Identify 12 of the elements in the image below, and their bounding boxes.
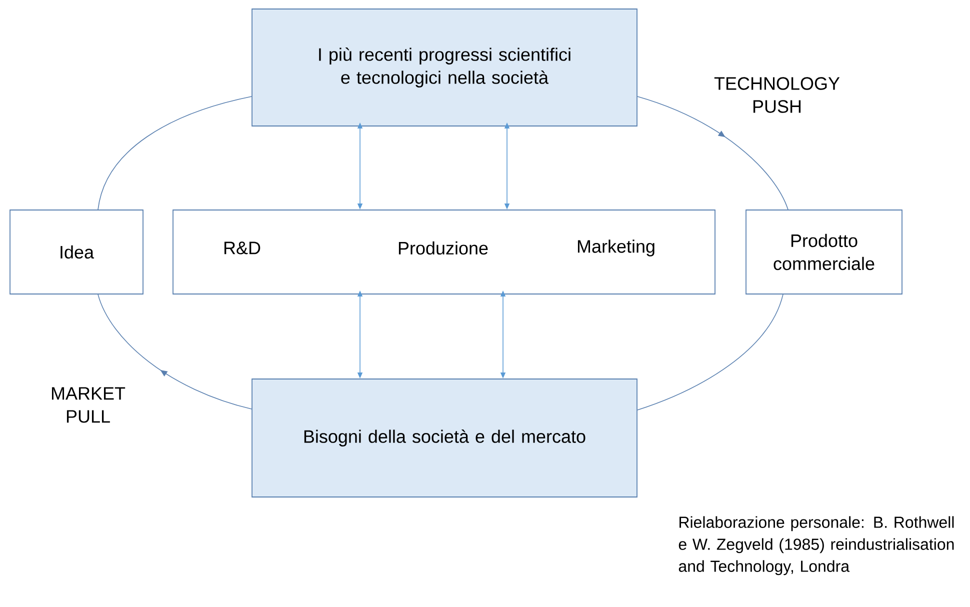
process-box: Bisogni della società e del mercato — [252, 378, 638, 498]
process-box: Idea — [10, 210, 144, 294]
process-box: R&D Produzione Marketing — [172, 210, 716, 294]
curved-line — [637, 294, 784, 410]
flow-label: MARKET PULL — [52, 387, 126, 423]
curved-line — [98, 96, 252, 210]
flow-label: TECHNOLOGY PUSH — [714, 77, 840, 113]
source-note: Rielaborazione personale: B. Rothwell e W. Zegveld (1985) reindustrialisation and Technology, Londra — [678, 516, 954, 576]
process-box: Prodotto commerciale — [746, 210, 902, 294]
process-box: I più recenti progressi scientifici e tecnologici nella società — [252, 8, 638, 126]
curved-arrow — [637, 96, 788, 210]
curved-arrow — [98, 294, 252, 410]
